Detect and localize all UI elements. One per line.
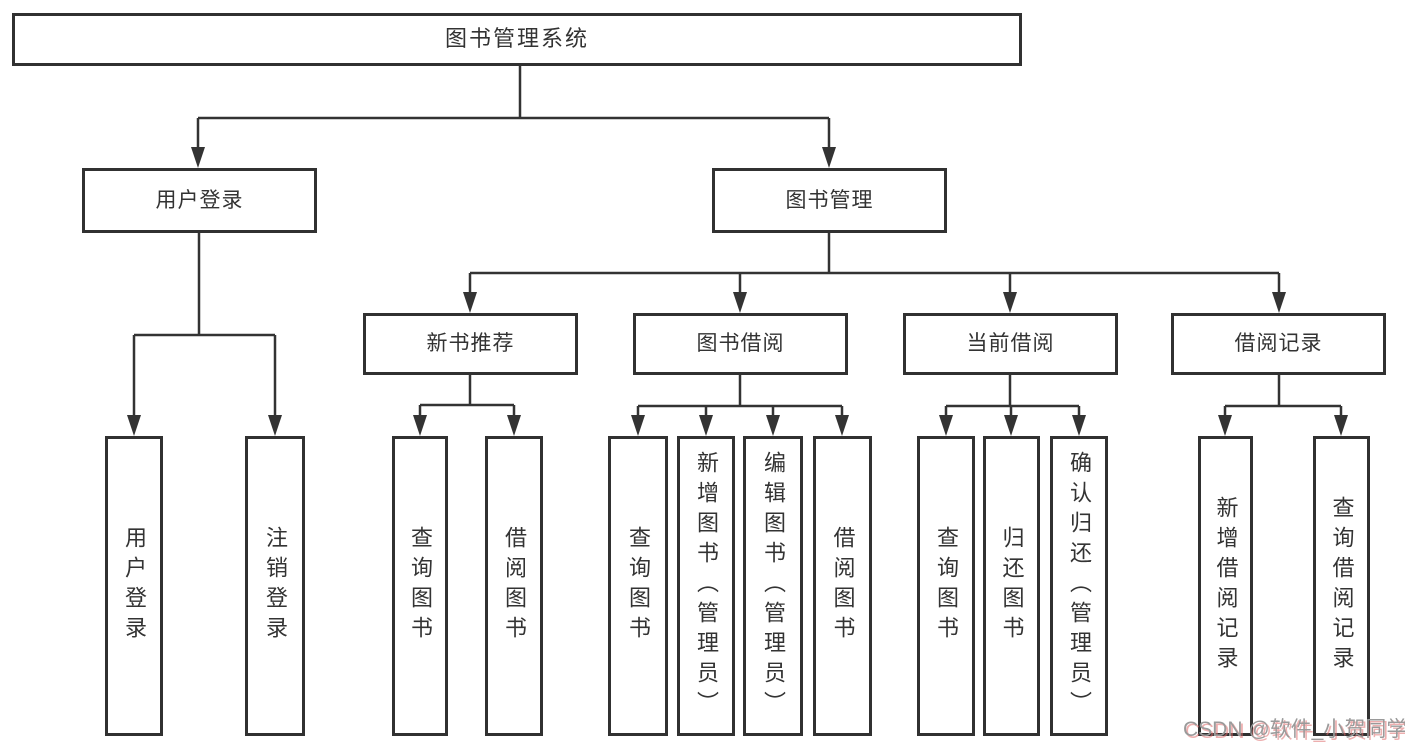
leaf-borrow-books: 借阅图书 bbox=[813, 436, 872, 736]
leaf-query-books-current: 查询图书 bbox=[917, 436, 975, 736]
leaf-user-login: 用户登录 bbox=[105, 436, 163, 736]
arrow-icon bbox=[631, 415, 645, 436]
arrow-icon bbox=[1218, 415, 1232, 436]
arrow-icon bbox=[1072, 415, 1086, 436]
arrow-icon bbox=[413, 415, 427, 436]
node-book-borrowing: 图书借阅 bbox=[633, 313, 848, 375]
arrow-icon bbox=[507, 415, 521, 436]
arrow-icon bbox=[1334, 415, 1348, 436]
csdn-watermark: CSDN @软件_小贺同学 bbox=[1183, 718, 1405, 741]
leaf-logout: 注销登录 bbox=[245, 436, 305, 736]
arrow-icon bbox=[127, 415, 141, 436]
arrow-icon bbox=[463, 292, 477, 313]
arrow-icon bbox=[699, 415, 713, 436]
arrow-icon bbox=[1003, 292, 1017, 313]
node-new-book-recommendation: 新书推荐 bbox=[363, 313, 578, 375]
node-library-system: 图书管理系统 bbox=[12, 13, 1022, 66]
leaf-return-books: 归还图书 bbox=[983, 436, 1040, 736]
connector-userlogin-to-children bbox=[132, 233, 277, 418]
leaf-query-books-borrowing: 查询图书 bbox=[608, 436, 668, 736]
arrow-icon bbox=[268, 415, 282, 436]
leaf-query-borrow-record: 查询借阅记录 bbox=[1313, 436, 1370, 736]
arrow-icon bbox=[1004, 415, 1018, 436]
connector-current-to-children bbox=[944, 375, 1081, 420]
arrow-icon bbox=[1272, 292, 1286, 313]
connector-bookmgmt-to-level3 bbox=[468, 233, 1281, 295]
connector-borrowing-to-children bbox=[636, 375, 844, 420]
node-current-borrowing: 当前借阅 bbox=[903, 313, 1118, 375]
leaf-add-book-admin: 新增图书（管理员） bbox=[677, 436, 735, 736]
connector-records-to-children bbox=[1223, 375, 1343, 420]
arrow-icon bbox=[939, 415, 953, 436]
leaf-add-borrow-record: 新增借阅记录 bbox=[1198, 436, 1253, 736]
node-user-login-branch: 用户登录 bbox=[82, 168, 317, 233]
node-book-management-branch: 图书管理 bbox=[712, 168, 947, 233]
arrow-icon bbox=[835, 415, 849, 436]
node-borrowing-records: 借阅记录 bbox=[1171, 313, 1386, 375]
leaf-borrow-books-recommend: 借阅图书 bbox=[485, 436, 543, 736]
leaf-confirm-return-admin: 确认归还（管理员） bbox=[1050, 436, 1108, 736]
leaf-edit-book-admin: 编辑图书（管理员） bbox=[743, 436, 803, 736]
connector-root-to-level2 bbox=[196, 66, 831, 150]
arrow-icon bbox=[191, 147, 205, 168]
arrow-icon bbox=[766, 415, 780, 436]
connector-newbook-to-children bbox=[418, 375, 516, 420]
arrow-icon bbox=[733, 292, 747, 313]
leaf-query-books-recommend: 查询图书 bbox=[392, 436, 448, 736]
arrow-icon bbox=[822, 147, 836, 168]
